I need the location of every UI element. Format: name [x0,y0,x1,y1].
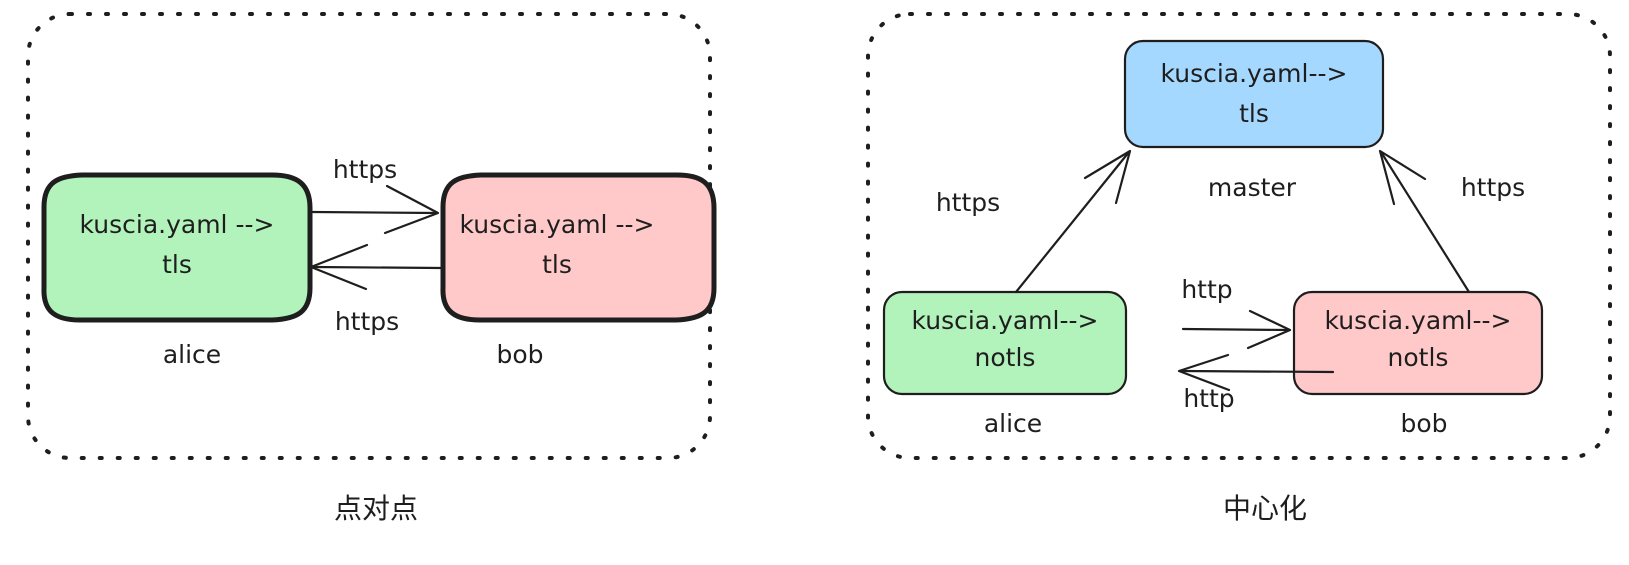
c-alice-line1: kuscia.yaml--> [912,306,1099,335]
c-alice-line2: notls [975,343,1036,372]
p2p-top-edge-label: https [333,155,397,184]
c-top-edge-label: http [1181,275,1232,304]
p2p-bob-line2: tls [542,250,572,279]
p2p-top-arrow-head [383,184,440,235]
c-top-arrow-head [1246,309,1292,350]
c-alice-caption: alice [984,409,1042,438]
p2p-bob-box [440,172,717,323]
p2p-bob-line1: kuscia.yaml --> [460,210,655,239]
edge-centralized-bob-to-alice [1177,353,1335,392]
panel-p2p: kuscia.yaml --> tls alice kuscia.yaml --… [26,12,717,525]
p2p-alice-box [41,172,313,323]
node-centralized-alice[interactable]: kuscia.yaml--> notls [882,290,1128,396]
c-bob-box [1292,290,1544,396]
p2p-top-arrow-shaft [311,210,439,215]
c-bottom-arrow-head [1177,353,1231,392]
node-centralized-bob[interactable]: kuscia.yaml--> notls [1292,290,1544,396]
centralized-group-frame [866,12,1612,460]
c-bob-master-head [1378,149,1427,206]
node-p2p-alice[interactable]: kuscia.yaml --> tls [41,172,313,323]
centralized-group-caption: 中心化 [1223,492,1307,525]
p2p-bottom-arrow-head [309,243,369,291]
c-master-line2: tls [1239,99,1269,128]
p2p-alice-caption: alice [163,340,221,369]
c-alice-master-label: https [936,188,1000,217]
c-alice-master-head [1083,149,1132,205]
p2p-alice-line1: kuscia.yaml --> [80,210,275,239]
c-bottom-edge-label: http [1183,384,1234,413]
c-alice-box [882,290,1128,396]
c-bob-caption: bob [1400,409,1447,438]
panel-centralized: kuscia.yaml--> tls master kuscia.yaml-->… [866,12,1612,525]
c-bob-line1: kuscia.yaml--> [1325,306,1512,335]
c-master-box [1123,39,1385,149]
edge-p2p-alice-to-bob [311,184,440,235]
p2p-bottom-edge-label: https [335,307,399,336]
edge-centralized-alice-to-bob [1181,309,1292,350]
node-p2p-bob[interactable]: kuscia.yaml --> tls [440,172,717,323]
p2p-alice-line2: tls [162,250,192,279]
c-bob-master-shaft [1379,150,1471,294]
c-top-arrow-shaft [1181,327,1290,332]
c-bob-master-label: https [1461,173,1525,202]
c-bob-line2: notls [1388,343,1449,372]
p2p-bottom-arrow-shaft [311,265,443,270]
p2p-bob-caption: bob [496,340,543,369]
p2p-group-caption: 点对点 [334,492,418,525]
c-bottom-arrow-shaft [1179,369,1335,374]
c-master-caption: master [1208,173,1297,202]
node-centralized-master[interactable]: kuscia.yaml--> tls [1123,39,1385,149]
c-alice-master-shaft [1014,150,1131,294]
edge-p2p-bob-to-alice [309,243,443,291]
c-master-line1: kuscia.yaml--> [1161,59,1348,88]
p2p-group-frame [26,12,712,460]
edge-centralized-alice-to-master [1014,149,1132,294]
edge-centralized-bob-to-master [1378,149,1471,294]
